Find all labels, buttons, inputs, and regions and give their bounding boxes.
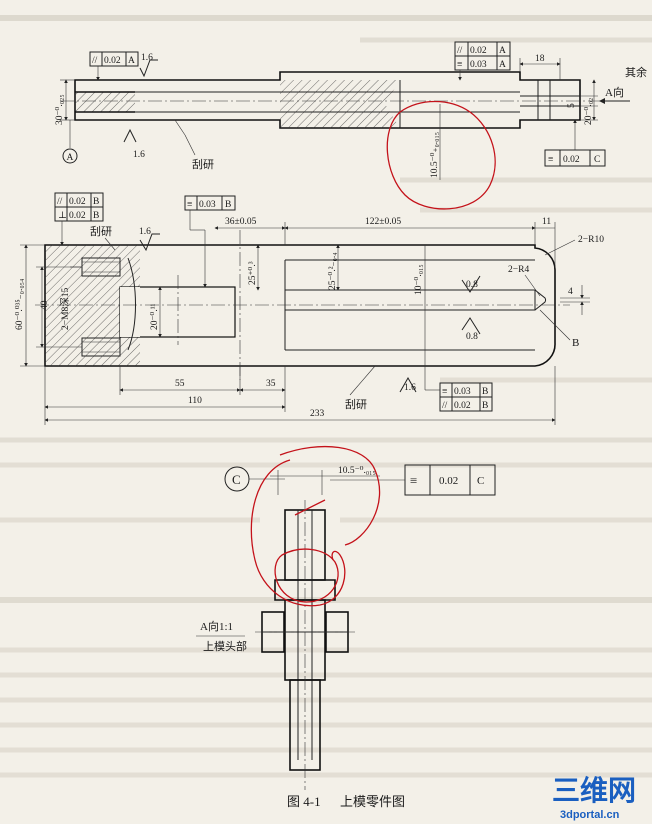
tol-main-perp-ref: B bbox=[93, 211, 99, 221]
note-rest: 其余 bbox=[625, 65, 647, 79]
dim-20-top: 20⁻⁰.₀₂ bbox=[584, 98, 594, 125]
red-annotation-circle-bottom bbox=[250, 445, 381, 607]
tol-c-value: 0.02 bbox=[439, 475, 458, 487]
roughness-main-3: 0.8 bbox=[466, 280, 478, 290]
tol-bot-par: 0.02 bbox=[454, 401, 471, 411]
dim-20-main: 20⁻⁰.¹¹ bbox=[150, 303, 160, 330]
dim-slot-top: 10.5⁻⁰₊₀.₀₁₅ bbox=[430, 132, 440, 178]
tol-bot-sym: 0.03 bbox=[454, 387, 471, 397]
parallel-symbol-icon: // bbox=[92, 56, 98, 66]
dim-25-b: 25⁻⁰.²₋₀.₄ bbox=[328, 252, 338, 290]
roughness-main-1: 1.6 bbox=[139, 227, 151, 237]
watermark-logo: 三维网 3dportal.cn bbox=[552, 775, 636, 821]
dim-233: 233 bbox=[310, 409, 325, 419]
roughness-main-2: 1.6 bbox=[404, 383, 416, 393]
dim-36: 36±0.05 bbox=[225, 217, 257, 227]
view-a-name: 上模头部 bbox=[203, 639, 247, 653]
label-b: B bbox=[572, 337, 579, 349]
tol-main-sym-ref: B bbox=[225, 200, 231, 210]
dim-35: 35 bbox=[266, 379, 276, 389]
tol-main-perp: 0.02 bbox=[69, 211, 86, 221]
symmetry-symbol-icon: ≡ bbox=[457, 60, 462, 70]
dim-60: 60⁻⁰.⁰³⁵₋₀.₀₅₄ bbox=[15, 279, 25, 330]
dim-18: 18 bbox=[535, 54, 545, 64]
dim-thread: 2−M8深15 bbox=[60, 287, 71, 330]
detail-c: C 10.5⁻⁰.₀₁₅ ≡ 0.02 C A向1:1 上模头部 bbox=[196, 464, 496, 790]
bleed-through-texture bbox=[0, 15, 652, 778]
tol-right-parallel: 0.02 bbox=[470, 46, 487, 56]
tol-bot-sym-ref: B bbox=[482, 387, 488, 397]
dim-4: 4 bbox=[568, 287, 573, 297]
dim-55: 55 bbox=[175, 379, 185, 389]
dim-10: 10⁻⁰.₀₁₅ bbox=[414, 264, 424, 295]
tol-main-sym: 0.03 bbox=[199, 200, 216, 210]
tol-sym-c-ref: C bbox=[594, 155, 600, 165]
roughness-top-2: 1.6 bbox=[133, 150, 145, 160]
perpendicular-symbol-icon: ⊥ bbox=[58, 211, 67, 221]
main-view: // 0.02 B ⊥ 0.02 B 刮研 1.6 ≡ 0.03 B 36±0.… bbox=[15, 192, 604, 425]
symmetry-symbol-icon: ≡ bbox=[442, 387, 447, 397]
symmetry-symbol-icon: ≡ bbox=[410, 473, 417, 488]
figure-caption-number: 图 4-1 bbox=[287, 794, 321, 809]
dim-5: 5 bbox=[567, 103, 577, 108]
watermark-url: 3dportal.cn bbox=[560, 809, 620, 821]
roughness-top-1: 1.6 bbox=[141, 53, 153, 63]
red-annotation-circle-top bbox=[386, 100, 496, 210]
datum-a: A bbox=[67, 153, 74, 163]
tol-parallel-ref: A bbox=[128, 56, 135, 66]
roughness-main-4: 0.8 bbox=[466, 332, 478, 342]
dim-height-30: 30⁻⁰.₀₂₅ bbox=[55, 94, 65, 125]
dim-25-a: 25⁺⁰.³ bbox=[248, 261, 258, 285]
scrape-note-main-1: 刮研 bbox=[90, 224, 112, 238]
tol-right-sym-ref: A bbox=[499, 60, 506, 70]
parallel-symbol-icon: // bbox=[457, 46, 463, 56]
parallel-symbol-icon: // bbox=[442, 401, 448, 411]
red-annotation-loop-bottom bbox=[274, 548, 339, 603]
tol-c-ref: C bbox=[477, 475, 484, 487]
dim-slot-c: 10.5⁻⁰.₀₁₅ bbox=[338, 466, 376, 476]
dim-r10: 2−R10 bbox=[578, 235, 604, 245]
dim-r4: 2−R4 bbox=[508, 265, 529, 275]
tol-main-parallel: 0.02 bbox=[69, 197, 86, 207]
view-a-label: A向1:1 bbox=[200, 619, 233, 633]
tol-bot-par-ref: B bbox=[482, 401, 488, 411]
figure-caption-title: 上模零件图 bbox=[340, 794, 405, 809]
tol-sym-c: 0.02 bbox=[563, 155, 580, 165]
dim-122: 122±0.05 bbox=[365, 217, 401, 227]
tol-parallel-value: 0.02 bbox=[104, 56, 121, 66]
dim-110: 110 bbox=[188, 396, 202, 406]
scrape-note-main-2: 刮研 bbox=[345, 397, 367, 411]
top-view: 30⁻⁰.₀₂₅ A // 0.02 A 1.6 1.6 刮研 // 0.02 … bbox=[55, 41, 647, 180]
dim-11: 11 bbox=[542, 217, 551, 227]
scrape-note-top: 刮研 bbox=[192, 157, 214, 171]
dim-40: 40 bbox=[40, 300, 50, 310]
watermark-logo-text: 三维网 bbox=[552, 775, 636, 806]
parallel-symbol-icon: // bbox=[57, 197, 63, 207]
arrow-a-label: A向 bbox=[605, 85, 624, 99]
tol-right-sym: 0.03 bbox=[470, 60, 487, 70]
tol-right-parallel-ref: A bbox=[499, 46, 506, 56]
tol-main-parallel-ref: B bbox=[93, 197, 99, 207]
symmetry-symbol-icon: ≡ bbox=[187, 200, 192, 210]
datum-c: C bbox=[232, 472, 241, 487]
symmetry-symbol-icon: ≡ bbox=[548, 155, 553, 165]
